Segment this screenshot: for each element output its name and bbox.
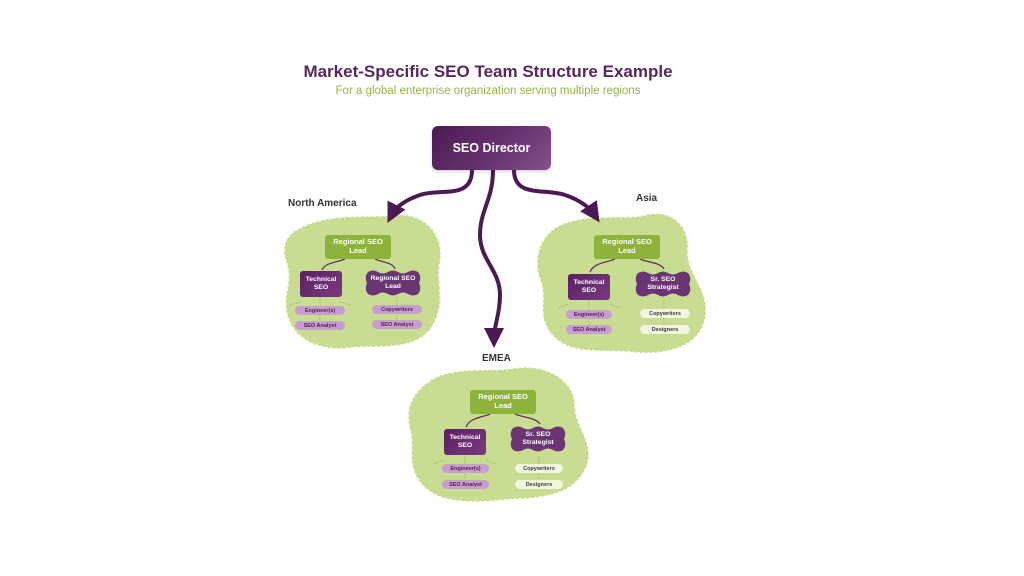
asia-connectors bbox=[589, 258, 665, 273]
asia-pill-copywriters: Copywriters bbox=[640, 309, 690, 318]
asia-pill-designers: Designers bbox=[640, 325, 690, 334]
arrow-to-emea bbox=[477, 169, 505, 348]
seo-director-box: SEO Director bbox=[432, 126, 551, 170]
wavy-box-shape bbox=[635, 271, 691, 297]
asia-pill-engineers: Engineer(s) bbox=[566, 310, 612, 319]
na-pill-seo-analyst-left: SEO Analyst bbox=[295, 321, 345, 330]
asia-technical-seo: Technical SEO bbox=[568, 274, 610, 300]
emea-pill-seo-analyst: SEO Analyst bbox=[442, 480, 489, 489]
na-pill-seo-analyst-right: SEO Analyst bbox=[372, 320, 422, 329]
asia-regional-seo-lead: Regional SEO Lead bbox=[594, 235, 660, 259]
wavy-box-shape bbox=[365, 270, 421, 296]
arrow-to-asia bbox=[512, 169, 600, 223]
emea-pill-engineers: Engineer(s) bbox=[442, 464, 489, 473]
na-regional-seo-lead-secondary: Regional SEO Lead bbox=[364, 269, 422, 297]
emea-sr-seo-strategist: Sr. SEO Strategist bbox=[509, 425, 567, 453]
diagram-subtitle: For a global enterprise organization ser… bbox=[335, 85, 641, 97]
na-pill-engineers: Engineer(s) bbox=[295, 306, 345, 315]
na-connectors bbox=[321, 258, 396, 271]
region-label-asia: Asia bbox=[636, 193, 658, 204]
asia-pill-seo-analyst: SEO Analyst bbox=[566, 325, 612, 334]
region-label-north-america: North America bbox=[288, 198, 357, 209]
na-pill-copywriters: Copywriters bbox=[372, 305, 422, 314]
emea-pill-designers: Designers bbox=[515, 480, 563, 489]
emea-connectors bbox=[465, 413, 541, 428]
diagram-title: Market-Specific SEO Team Structure Examp… bbox=[303, 62, 673, 81]
region-label-emea: EMEA bbox=[482, 353, 511, 364]
na-technical-seo: Technical SEO bbox=[300, 271, 342, 297]
emea-pill-copywriters: Copywriters bbox=[515, 464, 563, 473]
asia-sr-seo-strategist: Sr. SEO Strategist bbox=[634, 270, 692, 298]
emea-regional-seo-lead: Regional SEO Lead bbox=[470, 390, 536, 414]
wavy-box-shape bbox=[510, 426, 566, 452]
emea-technical-seo: Technical SEO bbox=[444, 429, 486, 455]
na-regional-seo-lead: Regional SEO Lead bbox=[325, 235, 391, 259]
region-blob-north-america bbox=[283, 214, 442, 350]
arrow-to-north-america bbox=[387, 169, 474, 223]
